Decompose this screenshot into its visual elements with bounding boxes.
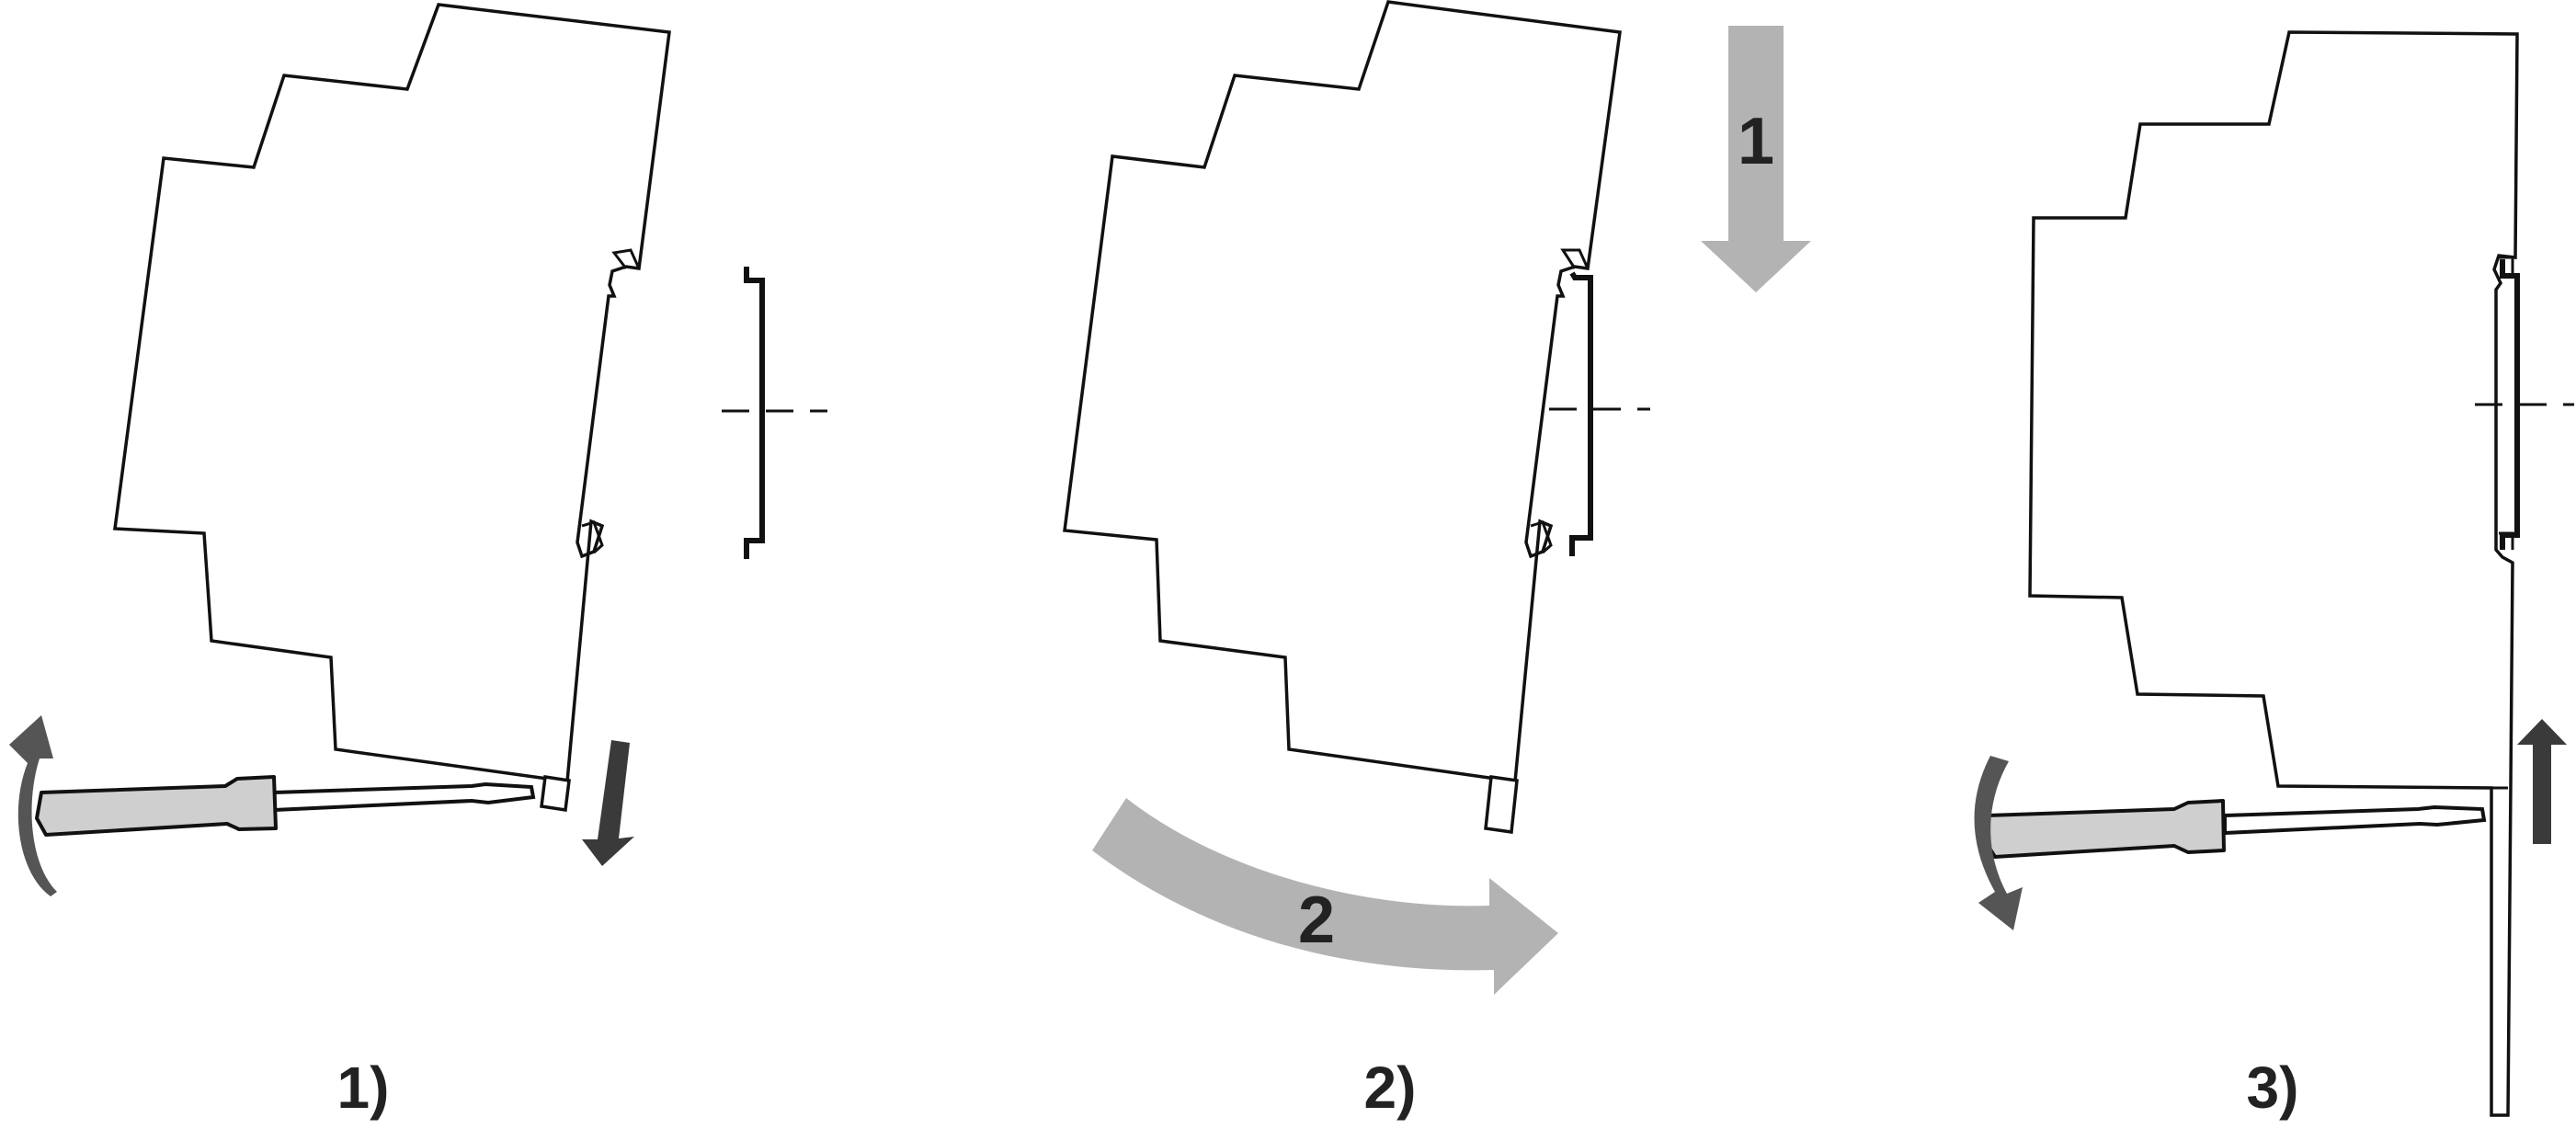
din-rail-1 bbox=[722, 267, 827, 559]
din-rail-2 bbox=[1549, 271, 1650, 556]
down-arrow-step-1: 1 bbox=[1701, 26, 1811, 292]
device-housing-2 bbox=[1063, 0, 1622, 834]
up-arrow-3 bbox=[2517, 719, 2567, 844]
device-housing-1 bbox=[113, 3, 671, 813]
arrow-number-1: 1 bbox=[1738, 105, 1774, 178]
panel-3: 3) bbox=[1974, 30, 2574, 1121]
screwdriver-3 bbox=[1982, 799, 2487, 859]
rotate-arrow-1 bbox=[9, 715, 57, 896]
step-label-3: 3) bbox=[2247, 1055, 2299, 1121]
rotate-arrow-3 bbox=[1974, 756, 2023, 930]
screwdriver-1 bbox=[35, 775, 536, 837]
step-label-2: 2) bbox=[1364, 1055, 1417, 1121]
down-arrow-1 bbox=[582, 740, 634, 866]
step-label-1: 1) bbox=[337, 1055, 390, 1121]
panel-1: 1) bbox=[9, 3, 827, 1121]
panel-2: 1 2 2) bbox=[1063, 0, 1811, 1121]
arrow-number-2: 2 bbox=[1298, 884, 1335, 957]
din-rail-3 bbox=[2475, 259, 2574, 550]
curved-arrow-step-2: 2 bbox=[1092, 798, 1558, 995]
device-housing-3 bbox=[2028, 30, 2519, 1117]
